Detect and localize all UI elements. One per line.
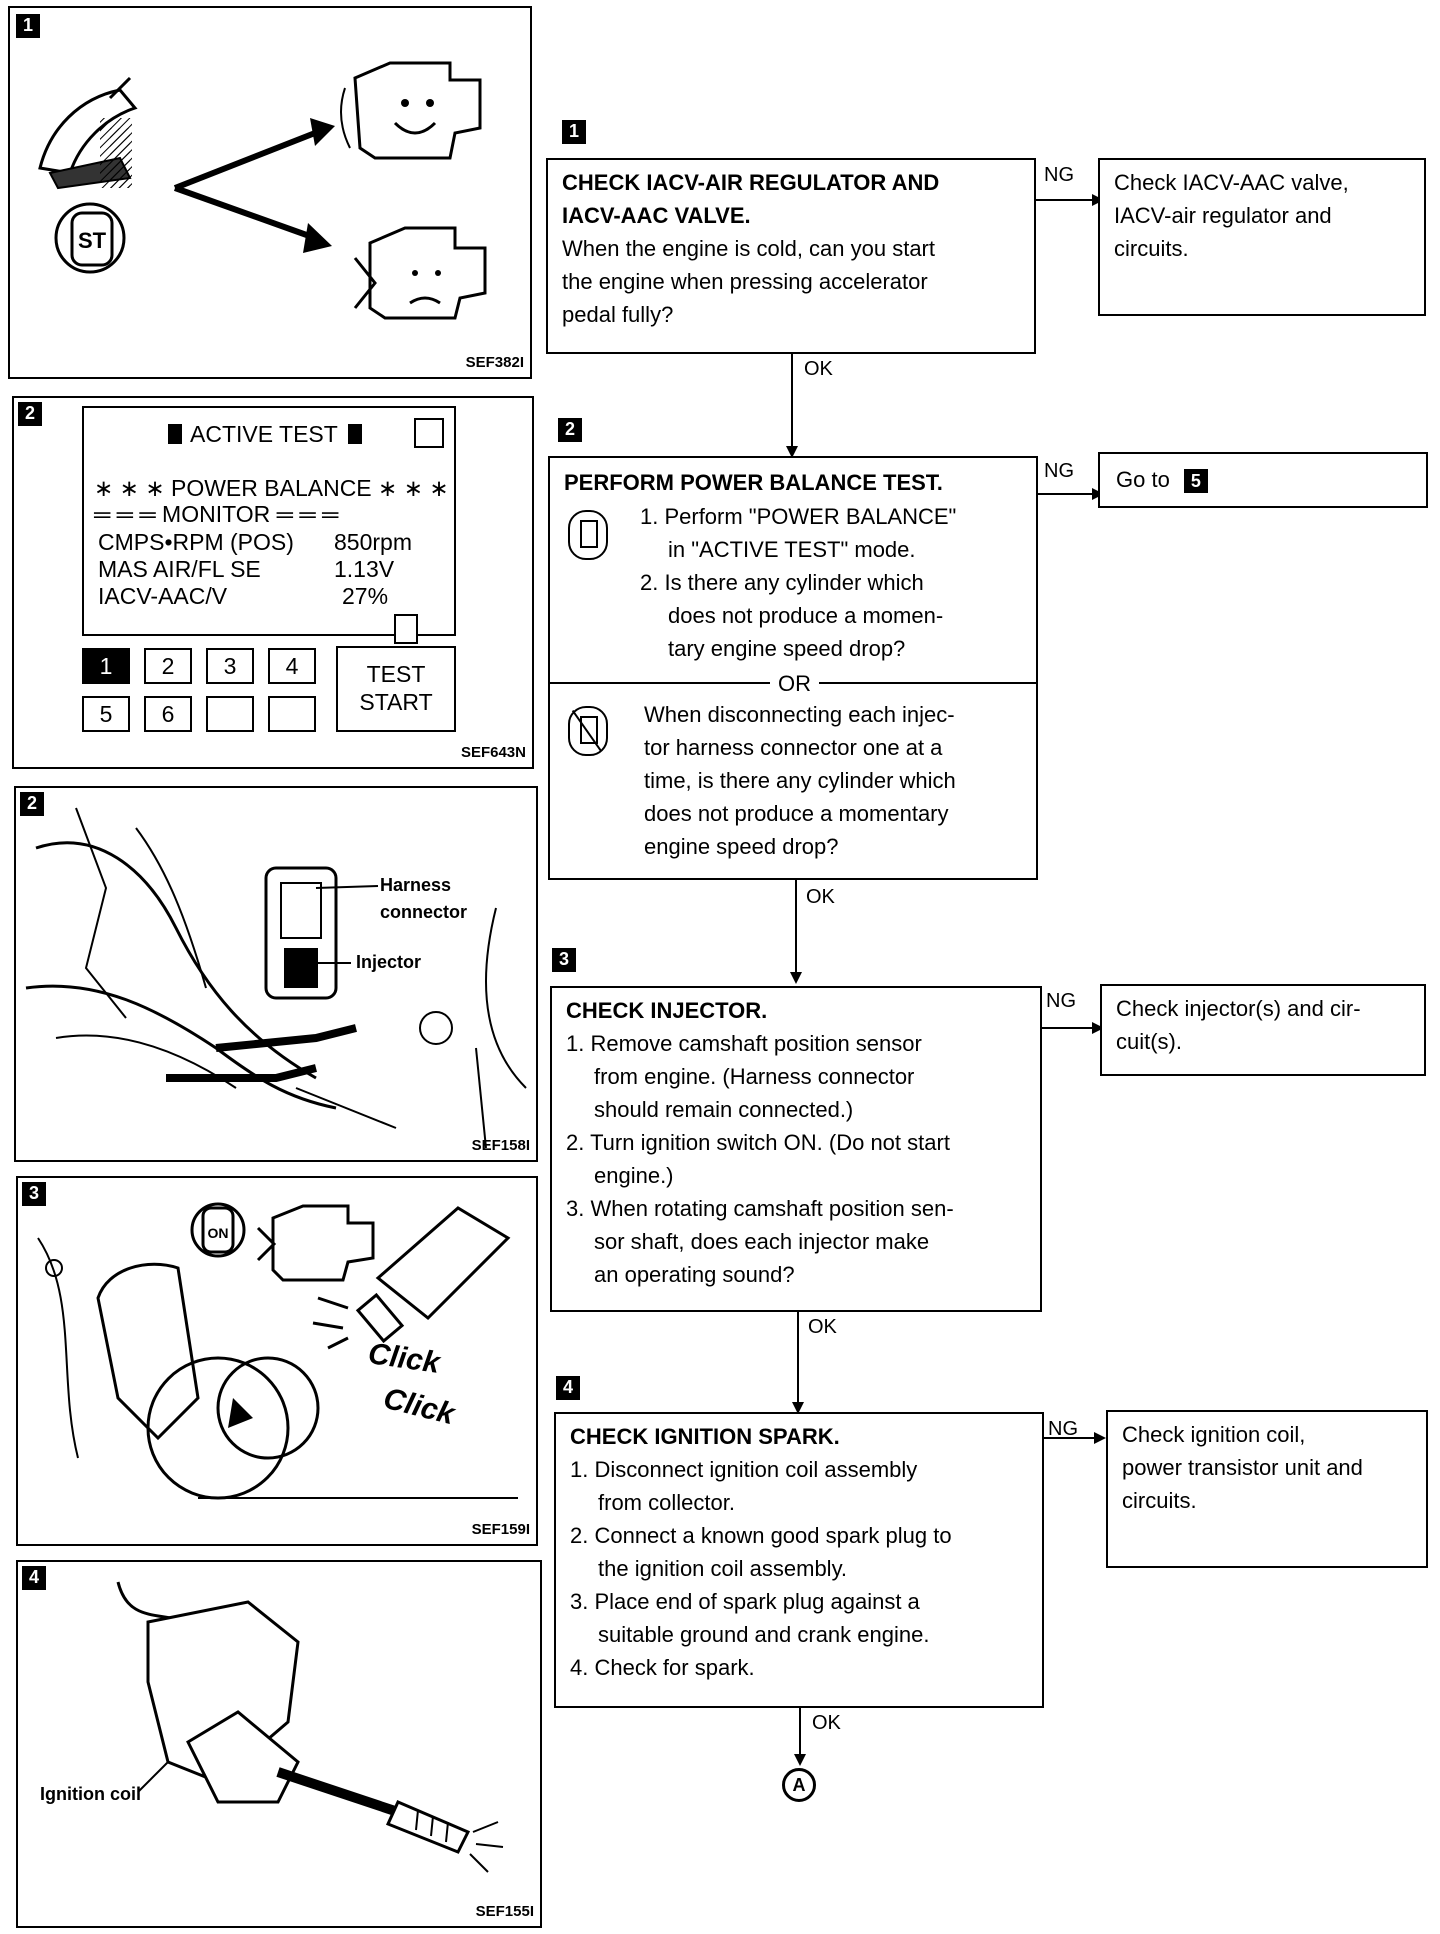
step-badge: 2 [20,792,44,816]
step-text: from collector. [598,1490,735,1515]
figure-code: SEF159I [471,1521,530,1538]
monitor-row-label: MAS AIR/FL SE [98,556,261,582]
step-badge: 3 [22,1182,46,1206]
step-text: 2. Turn ignition switch ON. (Do not star… [566,1130,950,1155]
step-text: the ignition coil assembly. [598,1556,848,1581]
injector-label: Injector [356,952,422,972]
connector-a[interactable]: A [782,1768,816,1802]
cyl-button-5[interactable]: 5 [82,696,130,732]
ng-result-box: Check injector(s) and cir- cuit(s). [1100,984,1426,1076]
goto-step-badge[interactable]: 5 [1183,469,1208,493]
step-text: the engine when pressing accelerator [562,269,928,294]
step-text: an operating sound? [594,1262,795,1287]
figure-code: SEF382I [465,354,524,371]
step-badge: 1 [16,14,40,38]
cyl-button-4[interactable]: 4 [268,648,316,684]
blank-button[interactable] [206,696,254,732]
illustration-panel-5: 4 Ignition coil SEF155I [16,1560,542,1928]
step-badge: 3 [552,948,576,972]
step-title: CHECK IACV-AIR REGULATOR AND [562,170,940,195]
screen-monitor-line: ═ ═ ═ MONITOR ═ ═ ═ [94,501,339,527]
cyl-button-6[interactable]: 6 [144,696,192,732]
ng-result-box: Check ignition coil, power transistor un… [1106,1410,1428,1568]
monitor-row-label: IACV-AAC/V [98,583,228,609]
ignition-coil-label: Ignition coil [40,1784,141,1804]
illustration-panel-1: 1 ST SEF382I [8,6,532,379]
ng-label: NG [1044,460,1074,482]
step-text: from engine. (Harness connector [594,1064,915,1089]
step-2-box: PERFORM POWER BALANCE TEST. 1. Perform "… [548,456,1038,880]
ok-label: OK [808,1316,837,1338]
cyl-button-1[interactable]: 1 [82,648,130,684]
key-on-label: ON [208,1225,229,1241]
figure-code: SEF643N [460,744,526,761]
engine-start-illustration: ST [38,61,487,320]
step-badge: 1 [562,120,586,144]
key-st-label: ST [78,228,107,253]
step-badge: 2 [18,402,42,426]
step-text: engine.) [594,1163,674,1188]
consult-screen: ACTIVE TEST ∗ ∗ ∗ POWER BALANCE ∗ ∗ ∗ ═ … [82,406,456,644]
screen-title-line: ∗ ∗ ∗ POWER BALANCE ∗ ∗ ∗ [94,475,449,501]
or-label: OR [770,673,819,695]
monitor-row-value: 1.13V [334,556,395,582]
step-title: CHECK IGNITION SPARK. [570,1424,840,1449]
cyl-button-2[interactable]: 2 [144,648,192,684]
step-badge: 2 [558,418,582,442]
step-text: When the engine is cold, can you start [562,236,935,261]
step-text: 1. Disconnect ignition coil assembly [570,1457,918,1482]
harness-connector-label: Harness connector [380,875,468,922]
monitor-row-label: CMPS•RPM (POS) [98,529,294,555]
ng-label: NG [1046,990,1076,1012]
step-1-box: CHECK IACV-AIR REGULATOR AND IACV-AAC VA… [546,158,1036,354]
injector-harness-illustration [25,807,527,1149]
ng-result-box: Go to 5 [1098,452,1428,508]
step-title: IACV-AAC VALVE. [562,203,751,228]
step-badge: 4 [22,1566,46,1590]
consult-tool-icon [568,510,608,560]
step-text: 2. Connect a known good spark plug to [570,1523,952,1548]
alt-steps: When disconnecting each injec- tor harne… [644,702,956,859]
illustration-panel-2: 2 ACTIVE TEST ∗ ∗ ∗ POWER BALANCE ∗ ∗ ∗ … [12,396,534,769]
step-text: sor shaft, does each injector make [594,1229,930,1254]
step-4-box: CHECK IGNITION SPARK. 1. Disconnect igni… [554,1412,1044,1708]
step-badge: 4 [556,1376,580,1400]
step-text: 1. Remove camshaft position sensor [566,1031,922,1056]
blank-button[interactable] [268,696,316,732]
step-3-box: CHECK INJECTOR. 1. Remove camshaft posit… [550,986,1042,1312]
illustration-panel-4: 3 ON Click Click SEF159I [16,1176,538,1546]
ok-label: OK [812,1712,841,1734]
step-text: 3. When rotating camshaft position sen- [566,1196,954,1221]
step-text: should remain connected.) [594,1097,854,1122]
figure-code: SEF155I [475,1903,534,1920]
no-tool-icon [568,706,608,756]
consult-steps: 1. Perform "POWER BALANCE" in "ACTIVE TE… [640,504,957,661]
step-title: CHECK INJECTOR. [566,998,768,1023]
monitor-row-value: 27% [342,583,389,609]
ok-label: OK [804,358,833,380]
screen-header: ACTIVE TEST [168,420,362,448]
ok-label: OK [806,886,835,908]
step-text: 4. Check for spark. [570,1655,755,1680]
illustration-panel-3: 2 Harness connector Injector SEF158I [14,786,538,1162]
injector-click-illustration: ON [37,1202,518,1500]
step-text: suitable ground and crank engine. [598,1622,930,1647]
ng-label: NG [1044,164,1074,186]
ng-result-box: Check IACV-AAC valve, IACV-air regulator… [1098,158,1426,316]
pointer-finger-icon [394,614,418,644]
step-text: pedal fully? [562,302,674,327]
screen-checkbox[interactable] [414,418,444,448]
step-text: 3. Place end of spark plug against a [570,1589,920,1614]
step-title: PERFORM POWER BALANCE TEST. [564,470,943,495]
ng-label: NG [1048,1418,1078,1440]
cyl-button-3[interactable]: 3 [206,648,254,684]
figure-code: SEF158I [471,1137,530,1154]
test-start-button[interactable]: TEST START [336,646,456,732]
monitor-row-value: 850rpm [334,529,412,555]
ignition-coil-illustration [116,1581,504,1873]
